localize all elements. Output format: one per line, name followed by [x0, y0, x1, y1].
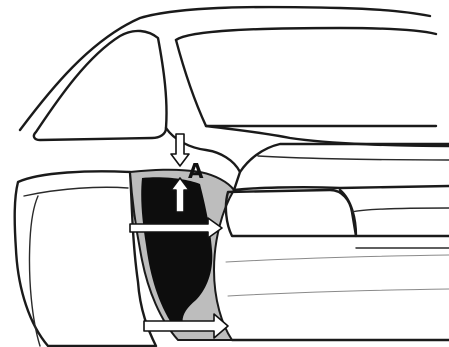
tail-light-right: [340, 190, 449, 236]
trunk-lid: [206, 126, 449, 172]
tail-light: [226, 190, 449, 248]
trunk-lid-edge: [240, 144, 449, 172]
c-pillar-edge: [176, 28, 436, 40]
quarter-panel: [226, 186, 449, 340]
arrow-down: [171, 134, 189, 166]
side-window: [34, 31, 167, 140]
fender-inner-edge: [24, 187, 128, 196]
roof-and-window: [20, 7, 436, 190]
tail-light-divider: [352, 208, 449, 212]
trunk-lid-gap: [258, 156, 449, 160]
rear-window-frame: [176, 40, 436, 126]
quarter-panel-outline: [234, 186, 449, 190]
rocker-line: [228, 289, 449, 296]
callout-label-a: A: [188, 159, 204, 183]
body-crease-line: [226, 255, 449, 262]
tail-light-outline: [226, 190, 356, 236]
roof-line: [20, 7, 430, 130]
fender-wheel-arch-lip: [29, 196, 40, 346]
